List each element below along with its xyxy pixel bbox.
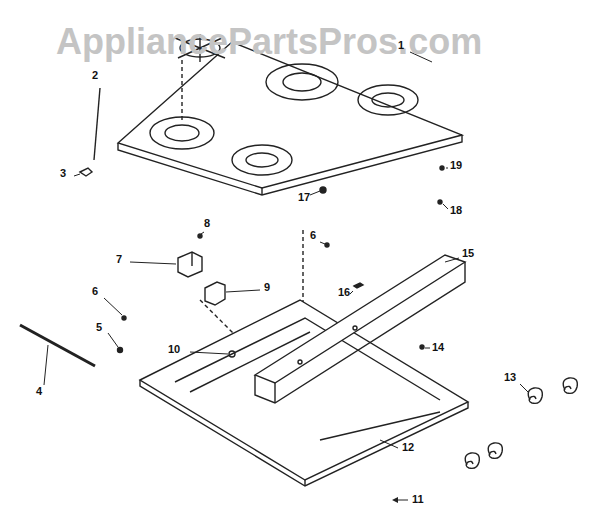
callout-number: 13 [504, 372, 516, 383]
knobs [465, 378, 577, 468]
bottom-pan [140, 300, 468, 480]
callout-number: 18 [450, 205, 462, 216]
callout-number: 4 [36, 386, 42, 397]
callout-number: 8 [204, 218, 210, 229]
callout-number: 17 [298, 192, 310, 203]
callout-number: 9 [264, 282, 270, 293]
callout-number: 3 [60, 168, 66, 179]
callout-number: 14 [432, 342, 444, 353]
callout-number: 12 [402, 442, 414, 453]
callout-number: 15 [462, 248, 474, 259]
callout-number: 2 [92, 70, 98, 81]
callout-number: 1 [398, 40, 404, 51]
callout-number: 5 [96, 322, 102, 333]
watermark: AppliancePartsPros.com [56, 24, 482, 60]
callout-number: 7 [116, 254, 122, 265]
callout-number: 6 [310, 230, 316, 241]
callout-number: 19 [450, 160, 462, 171]
rail [255, 255, 465, 383]
callout-number: 6 [92, 286, 98, 297]
callout-number: 11 [412, 494, 424, 505]
callout-number: 10 [168, 344, 180, 355]
callout-number: 16 [338, 287, 350, 298]
